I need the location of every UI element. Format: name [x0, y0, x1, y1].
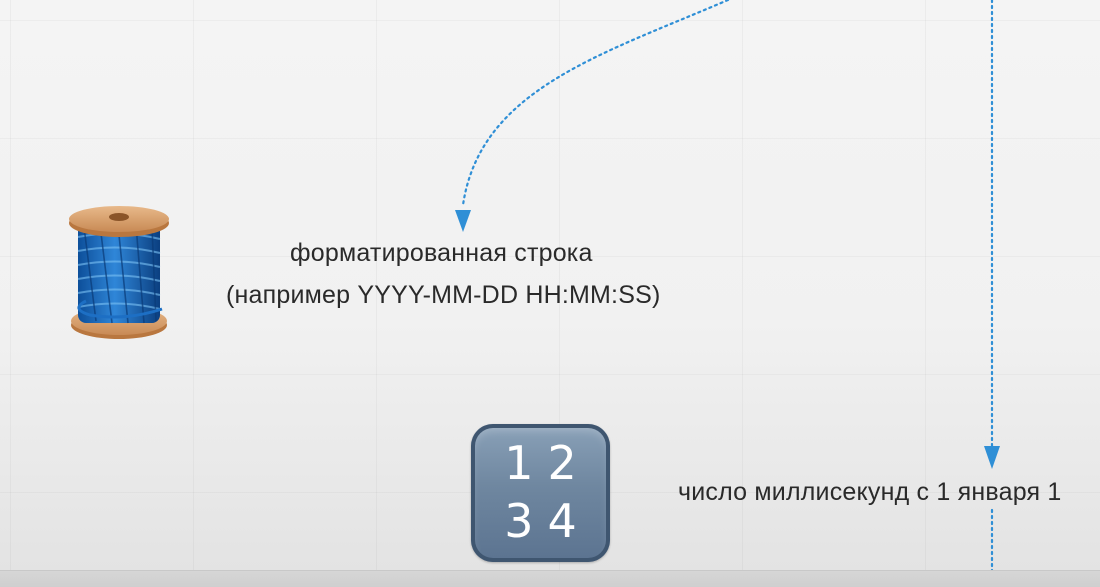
arrowhead-formatted-string	[455, 210, 471, 232]
numbers-tile-row-1: 12	[504, 436, 591, 490]
formatted-string-label: форматированная строка	[290, 239, 593, 267]
arrowhead-milliseconds	[984, 446, 1000, 469]
bottom-bar	[0, 570, 1100, 587]
input-numbers-icon: 12 34	[471, 424, 610, 562]
thread-spool-icon	[69, 206, 169, 339]
arrow-to-formatted-string	[461, 0, 730, 207]
formatted-string-example-label: (например YYYY-MM-DD HH:MM:SS)	[226, 281, 661, 309]
numbers-tile-row-2: 34	[504, 494, 591, 548]
milliseconds-label: число миллисекунд с 1 января 1	[678, 478, 1062, 506]
